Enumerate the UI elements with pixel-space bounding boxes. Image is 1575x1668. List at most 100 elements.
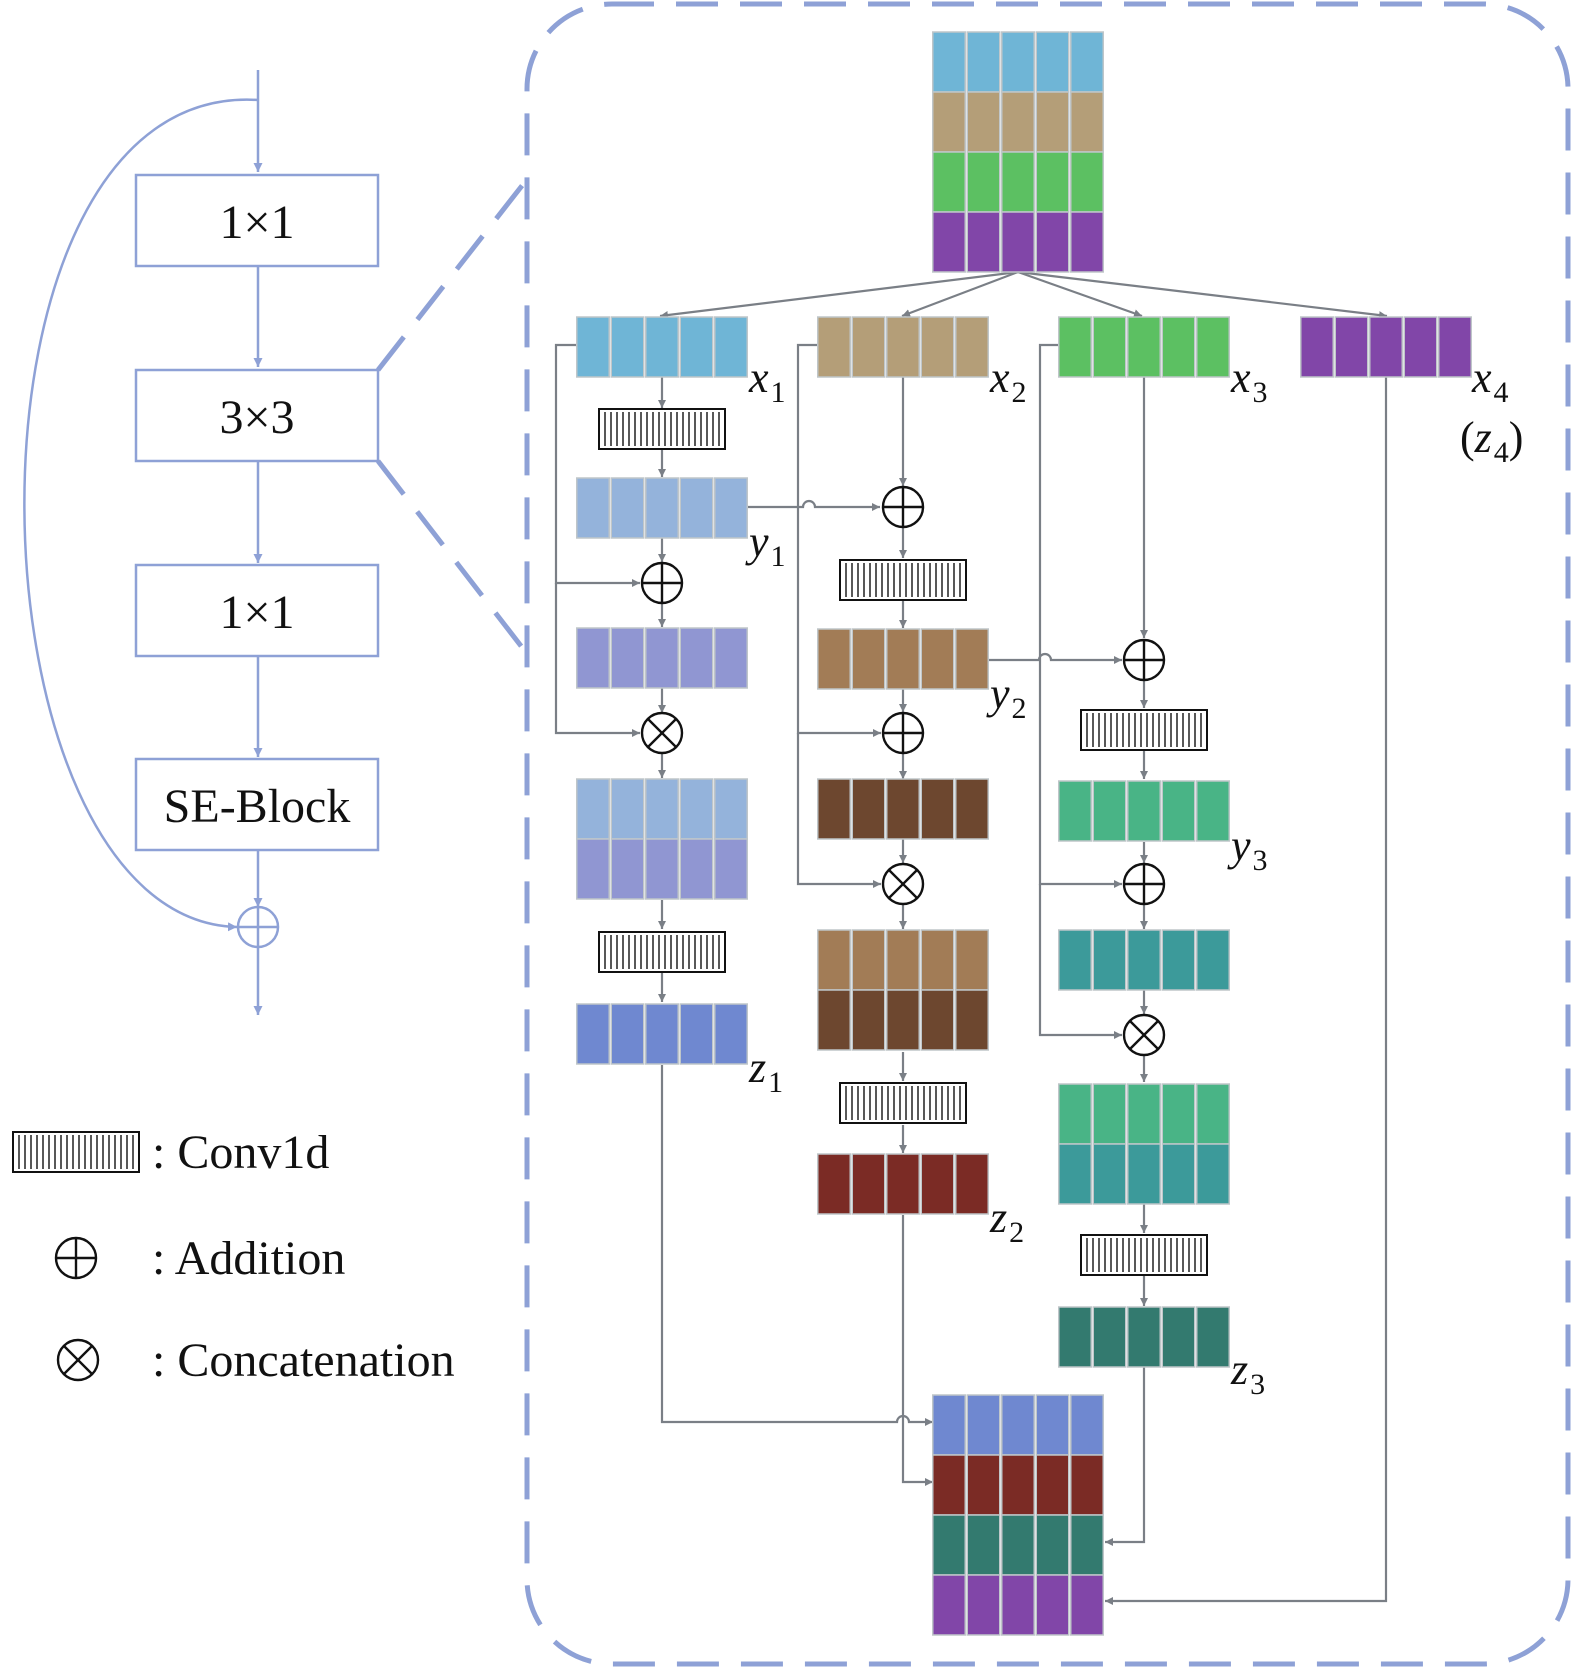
feature-tile xyxy=(1001,1394,1035,1456)
feature-row-y2 xyxy=(817,628,989,690)
label-y1: y1 xyxy=(745,517,786,573)
feature-tile xyxy=(1070,1514,1104,1576)
feature-tile xyxy=(576,778,610,840)
feature-tile xyxy=(679,477,714,539)
feature-tile xyxy=(851,316,886,378)
feature-tile xyxy=(1161,929,1196,991)
feature-row-x1-plus-y1 xyxy=(576,627,748,689)
feature-row-concat1-top xyxy=(576,778,748,840)
feature-tile xyxy=(1092,1143,1127,1205)
feature-tile xyxy=(645,778,679,840)
addition-icon xyxy=(881,711,925,755)
label-z1: z1 xyxy=(748,1043,783,1099)
feature-tile xyxy=(932,1394,966,1456)
conv1d-icon xyxy=(598,408,726,450)
feature-tile xyxy=(1092,1083,1127,1145)
feature-row-z1 xyxy=(576,1003,748,1065)
feature-row-concat2-bottom xyxy=(817,989,989,1051)
feature-tile xyxy=(1058,1083,1092,1145)
feature-tile xyxy=(645,838,679,900)
block-se: SE-Block xyxy=(134,757,380,852)
feature-tile xyxy=(645,477,679,539)
feature-tile xyxy=(851,989,886,1051)
feature-tile xyxy=(920,1153,955,1215)
feature-tile xyxy=(645,1003,679,1065)
conv1d-icon xyxy=(839,1082,967,1124)
feature-tile xyxy=(851,628,886,690)
feature-tile xyxy=(1300,316,1334,378)
feature-tile xyxy=(714,1003,748,1065)
feature-row-concat1-bottom xyxy=(576,838,748,900)
feature-tile xyxy=(920,989,955,1051)
feature-tile xyxy=(1127,1306,1161,1368)
feature-tile xyxy=(1334,316,1369,378)
feature-tile xyxy=(1001,211,1035,273)
feature-tile xyxy=(966,1454,1001,1516)
feature-tile xyxy=(645,316,679,378)
feature-tile xyxy=(851,778,886,840)
feature-tile xyxy=(679,316,714,378)
connections xyxy=(554,270,1388,1605)
feature-tile xyxy=(1092,780,1127,842)
feature-tile xyxy=(886,989,920,1051)
feature-tile xyxy=(1001,1454,1035,1516)
addition-legend-icon xyxy=(54,1236,98,1280)
feature-tile xyxy=(1161,1083,1196,1145)
feature-tile xyxy=(886,929,920,991)
conv1d-icon xyxy=(839,559,967,601)
feature-row-x3-mix xyxy=(1058,929,1230,991)
feature-tile xyxy=(1196,780,1230,842)
feature-tile xyxy=(714,778,748,840)
feature-tile xyxy=(1035,1514,1070,1576)
feature-tile xyxy=(1070,1454,1104,1516)
feature-tile xyxy=(1035,211,1070,273)
feature-tile xyxy=(851,1153,886,1215)
feature-tile xyxy=(1058,1306,1092,1368)
feature-tile xyxy=(1001,31,1035,93)
feature-tile xyxy=(1001,91,1035,153)
feature-tile xyxy=(610,316,645,378)
feature-tile xyxy=(1161,1143,1196,1205)
feature-tile xyxy=(576,1003,610,1065)
feature-row xyxy=(932,1514,1104,1576)
feature-tile xyxy=(1092,1306,1127,1368)
block-label: 1×1 xyxy=(219,196,294,249)
feature-tile xyxy=(714,838,748,900)
feature-tile xyxy=(817,628,851,690)
feature-tile xyxy=(1001,151,1035,213)
feature-row-z3 xyxy=(1058,1306,1230,1368)
feature-tile xyxy=(1161,1306,1196,1368)
feature-row-x4 xyxy=(1300,316,1472,378)
feature-row xyxy=(932,1574,1104,1636)
feature-row-z2 xyxy=(817,1153,989,1215)
concatenation-icon xyxy=(1122,1013,1166,1057)
feature-row-y1 xyxy=(576,477,748,539)
block-label: 3×3 xyxy=(219,391,294,444)
feature-tile xyxy=(1035,1574,1070,1636)
feature-row-y3 xyxy=(1058,780,1230,842)
feature-row xyxy=(932,1394,1104,1456)
feature-tile xyxy=(1196,1143,1230,1205)
feature-tile xyxy=(966,1394,1001,1456)
label-y3: y3 xyxy=(1227,821,1268,877)
feature-tile xyxy=(920,628,955,690)
legend: : Conv1d : Addition : Concatenation xyxy=(152,1126,455,1387)
feature-tile xyxy=(1127,1083,1161,1145)
conv1d-icon xyxy=(1080,1234,1208,1276)
conv1d-legend-icon xyxy=(12,1131,140,1173)
feature-tile xyxy=(1070,151,1104,213)
feature-tile xyxy=(610,778,645,840)
feature-tile xyxy=(886,628,920,690)
feature-tile xyxy=(966,211,1001,273)
feature-tile xyxy=(1035,1454,1070,1516)
feature-tile xyxy=(955,989,989,1051)
feature-tile xyxy=(576,316,610,378)
feature-tile xyxy=(1070,91,1104,153)
feature-tile xyxy=(955,778,989,840)
block-1x1-bottom: 1×1 xyxy=(134,563,380,658)
feature-tile xyxy=(1092,316,1127,378)
feature-row xyxy=(932,31,1104,93)
feature-tile xyxy=(955,1153,989,1215)
feature-tile xyxy=(1127,929,1161,991)
